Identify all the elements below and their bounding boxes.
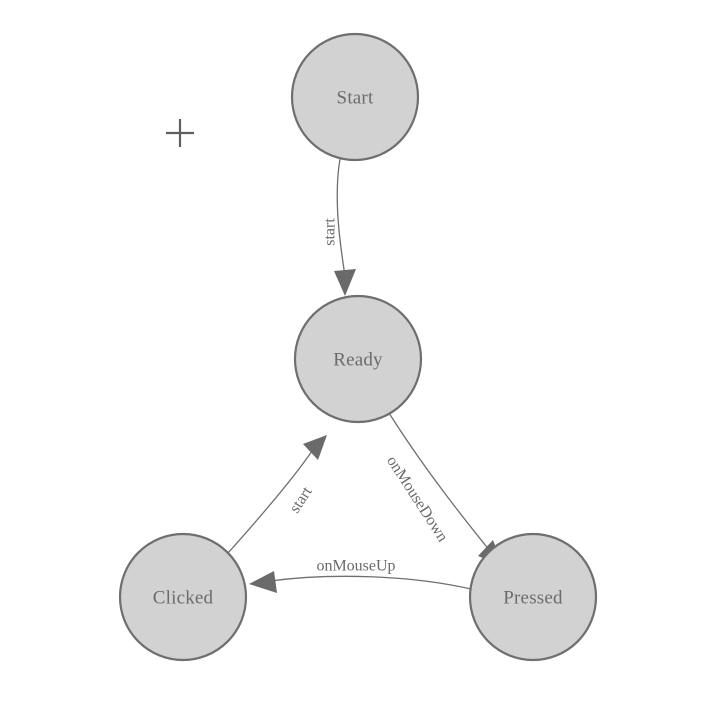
edge-clicked-to-ready-path <box>227 450 313 554</box>
edge-start-to-ready-arrowhead <box>334 269 356 296</box>
edge-start-to-ready-path <box>336 158 346 277</box>
node-clicked-circle[interactable] <box>118 532 248 662</box>
node-start-label: Start <box>337 88 374 109</box>
edge-label-clicked-to-ready: start <box>286 483 316 516</box>
edge-pressed-to-clicked[interactable]: onMouseUp <box>249 558 472 594</box>
node-pressed-circle[interactable] <box>468 532 598 662</box>
edge-clicked-to-ready-arrowhead <box>303 435 327 460</box>
node-ready-circle[interactable] <box>293 294 423 424</box>
node-ready[interactable]: Ready <box>293 294 423 424</box>
edge-clicked-to-ready[interactable]: start <box>227 435 327 554</box>
node-pressed-label: Pressed <box>503 588 563 609</box>
node-start-circle[interactable] <box>290 32 420 162</box>
edge-label-pressed-to-clicked: onMouseUp <box>316 558 395 575</box>
node-ready-label: Ready <box>333 350 383 371</box>
node-clicked-label: Clicked <box>153 588 214 609</box>
edge-ready-to-pressed-path <box>388 412 491 552</box>
node-pressed[interactable]: Pressed <box>468 532 598 662</box>
edge-ready-to-pressed[interactable]: onMouseDown <box>383 412 503 566</box>
edge-pressed-to-clicked-path <box>269 575 472 590</box>
node-clicked[interactable]: Clicked <box>118 532 248 662</box>
edge-pressed-to-clicked-arrowhead <box>249 571 277 593</box>
edge-label-start-to-ready: start <box>322 218 339 246</box>
edge-start-to-ready[interactable]: start <box>322 158 357 296</box>
edge-label-ready-to-pressed: onMouseDown <box>383 453 451 545</box>
node-start[interactable]: Start <box>290 32 420 162</box>
plus-marker[interactable] <box>166 119 194 147</box>
